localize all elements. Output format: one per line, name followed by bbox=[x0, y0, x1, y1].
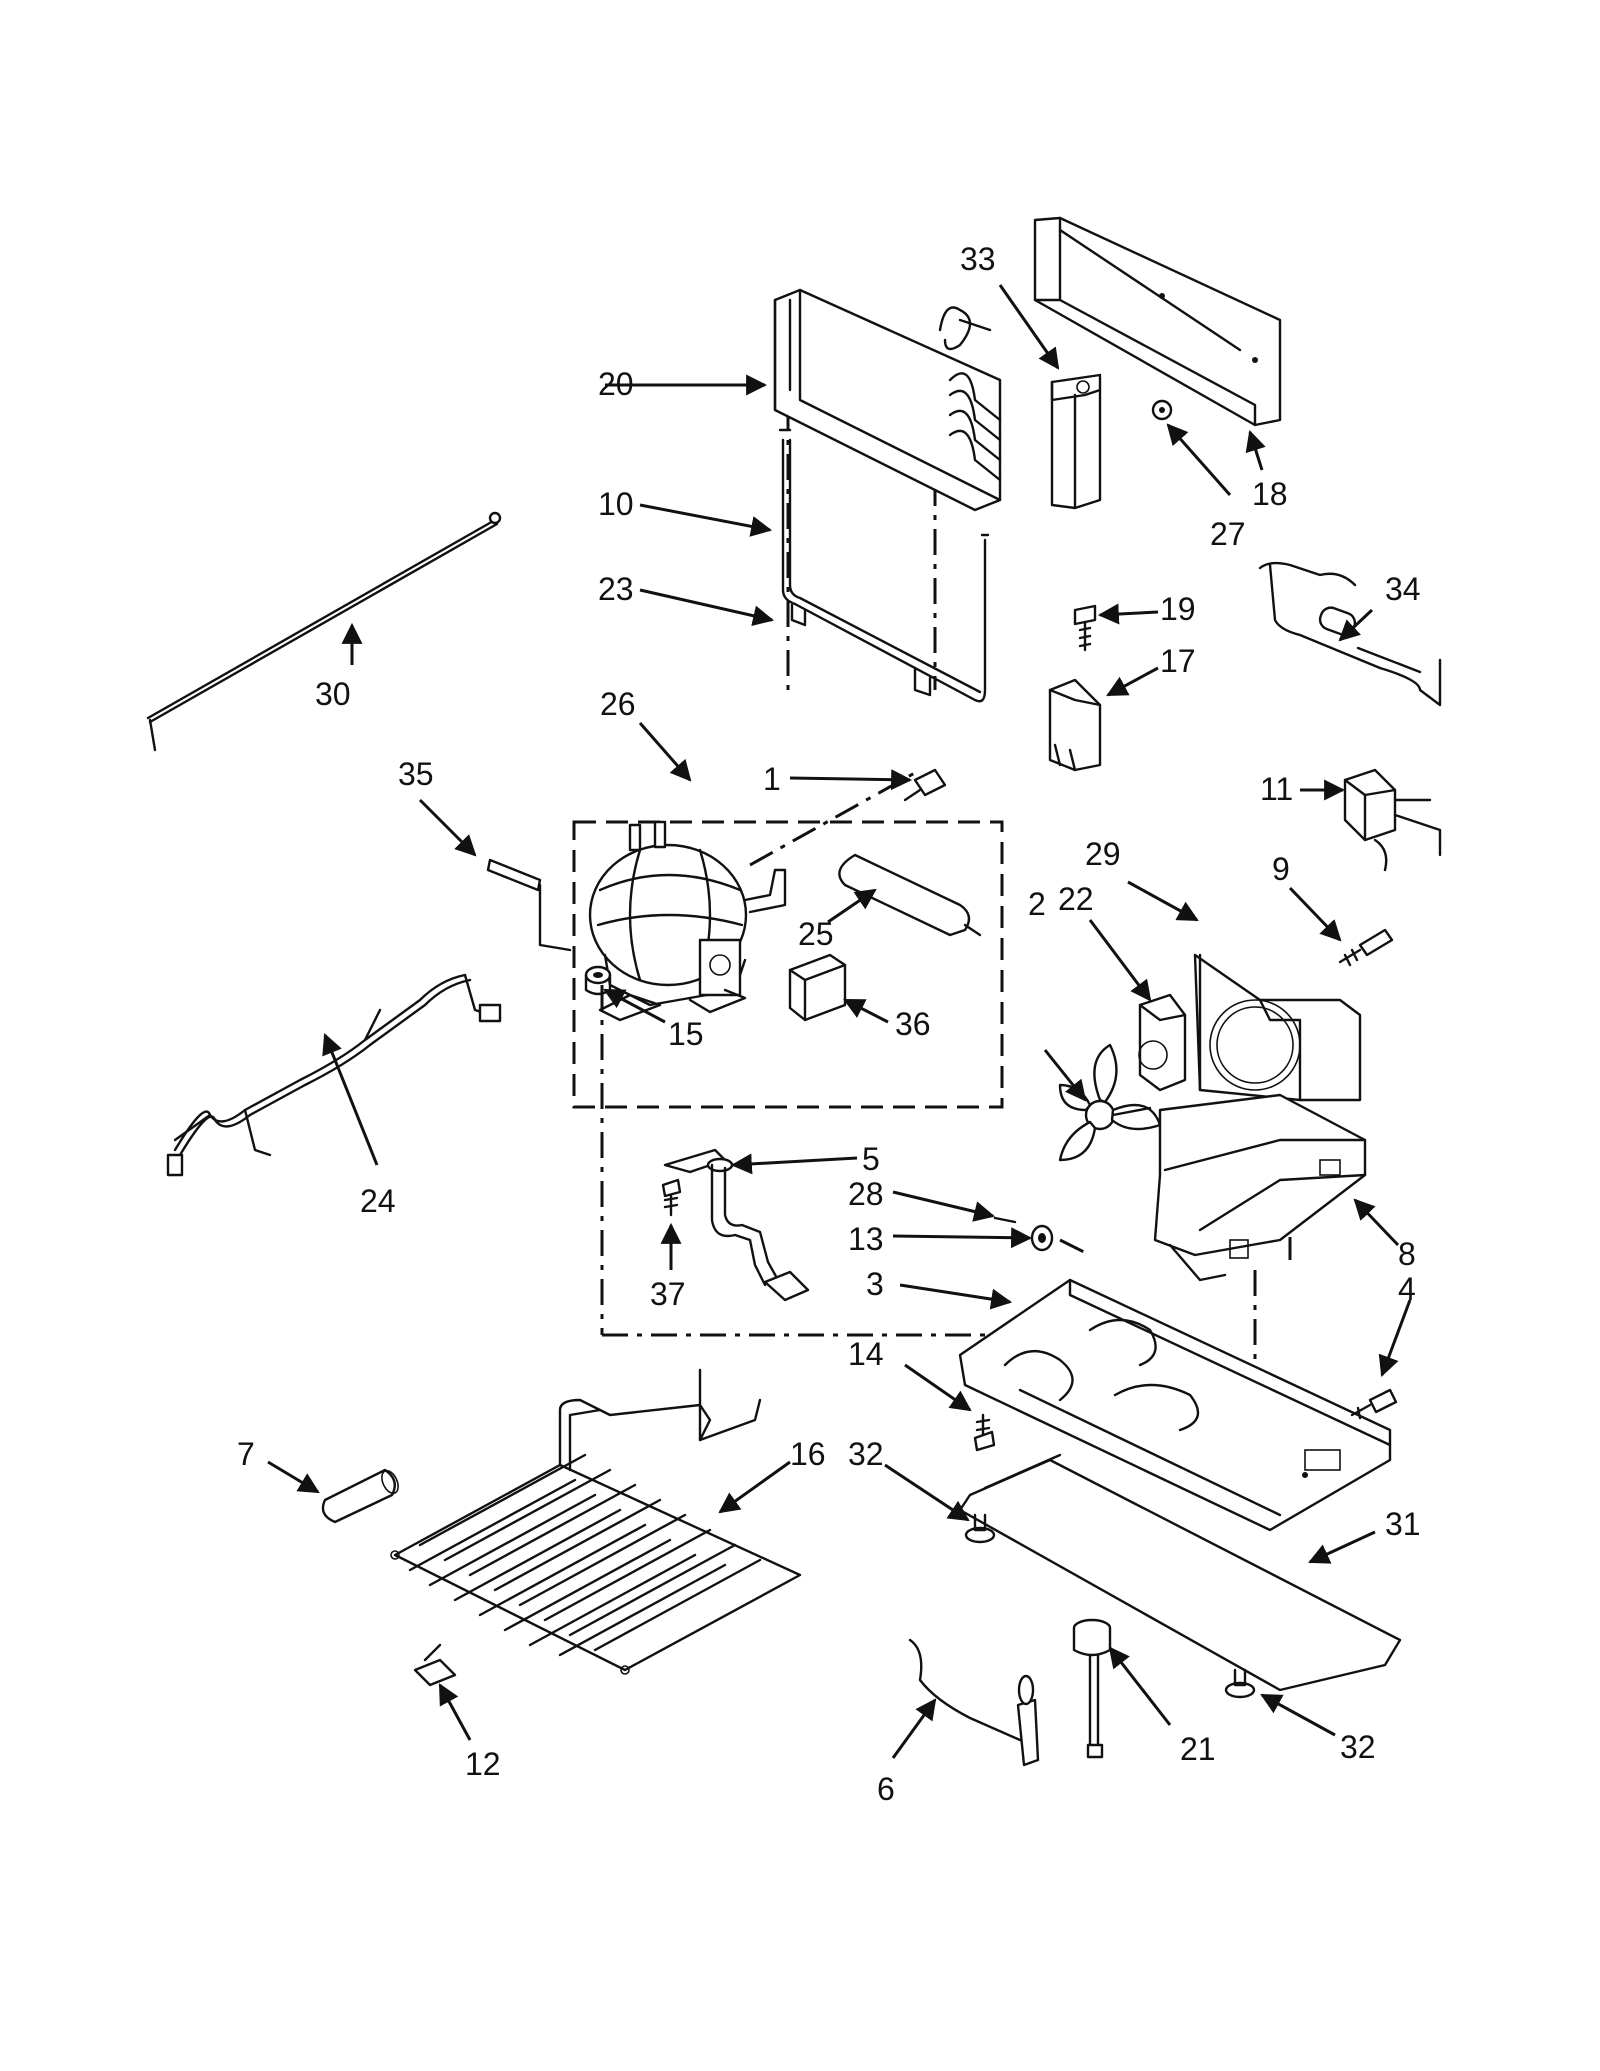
part-32-foot-left bbox=[964, 1513, 996, 1544]
part-25-drier bbox=[838, 853, 982, 937]
part-6-thermistor bbox=[908, 1638, 1040, 1767]
callout-32-left: 32 bbox=[848, 1436, 884, 1472]
callout-18: 18 bbox=[1252, 476, 1288, 512]
part-9-screw bbox=[1338, 928, 1394, 967]
part-27-screw bbox=[1151, 399, 1173, 421]
part-36-start-device bbox=[788, 953, 847, 1022]
callout-9: 9 bbox=[1272, 851, 1290, 887]
part-33-bracket bbox=[1050, 373, 1102, 510]
callout-27: 27 bbox=[1210, 516, 1246, 552]
callout-14: 14 bbox=[848, 1336, 884, 1372]
part-7-cylinder bbox=[321, 1468, 399, 1524]
leader-arrows bbox=[267, 284, 1412, 1759]
callout-34: 34 bbox=[1385, 571, 1421, 607]
part-13-grommet bbox=[1030, 1224, 1054, 1252]
callout-36: 36 bbox=[895, 1006, 931, 1042]
callout-25: 25 bbox=[798, 916, 834, 952]
part-28-clip bbox=[993, 1216, 1017, 1224]
part-10-23-heater bbox=[778, 428, 990, 703]
callout-20: 20 bbox=[598, 366, 634, 402]
part-16-condenser-coil bbox=[390, 1368, 802, 1675]
callout-22: 22 bbox=[1058, 881, 1094, 917]
callout-5: 5 bbox=[862, 1141, 880, 1177]
part-17-bracket bbox=[1048, 678, 1102, 772]
callout-24: 24 bbox=[360, 1183, 396, 1219]
callout-2: 2 bbox=[1028, 886, 1046, 922]
callout-1: 1 bbox=[763, 761, 781, 797]
callout-37: 37 bbox=[650, 1276, 686, 1312]
part-21-sensor bbox=[1072, 1618, 1112, 1759]
part-35-wire bbox=[486, 858, 572, 952]
part-26-compressor bbox=[588, 820, 787, 1022]
part-20-coil bbox=[773, 288, 1002, 512]
callout-15: 15 bbox=[668, 1016, 704, 1052]
part-29-fan-shroud bbox=[1193, 953, 1362, 1102]
callout-12: 12 bbox=[465, 1746, 501, 1782]
callout-4: 4 bbox=[1398, 1271, 1416, 1307]
part-22-fan-motor bbox=[1138, 993, 1187, 1092]
callout-30: 30 bbox=[315, 676, 351, 712]
callout-6: 6 bbox=[877, 1771, 895, 1807]
callout-33: 33 bbox=[960, 241, 996, 277]
callout-7: 7 bbox=[237, 1436, 255, 1472]
part-32-foot-right bbox=[1224, 1668, 1256, 1699]
callout-17: 17 bbox=[1160, 643, 1196, 679]
part-8-drain-pan bbox=[1153, 1093, 1367, 1282]
part-11-control bbox=[1343, 768, 1442, 872]
callout-28: 28 bbox=[848, 1176, 884, 1212]
callout-8: 8 bbox=[1398, 1236, 1416, 1272]
part-19-screw bbox=[1073, 604, 1097, 652]
callout-23: 23 bbox=[598, 571, 634, 607]
callout-11: 11 bbox=[1260, 771, 1293, 807]
part-24-harness bbox=[166, 973, 502, 1177]
part-2-fan-blade bbox=[1058, 1043, 1162, 1162]
part-12-clip bbox=[413, 1643, 457, 1687]
part-14-screw bbox=[973, 1413, 996, 1452]
part-3-base-plate bbox=[958, 1278, 1392, 1532]
part-5-drain-tube bbox=[663, 1148, 810, 1302]
part-37-screw bbox=[661, 1178, 682, 1217]
callout-labels: 1 2 3 4 5 6 7 8 9 10 11 12 13 14 15 16 1… bbox=[237, 241, 1421, 1807]
compressor-assembly-box bbox=[572, 820, 1004, 1109]
callout-32-right: 32 bbox=[1340, 1729, 1376, 1765]
part-30-wire bbox=[146, 511, 502, 752]
callout-29: 29 bbox=[1085, 836, 1121, 872]
callout-21: 21 bbox=[1180, 1731, 1216, 1767]
callout-10: 10 bbox=[598, 486, 634, 522]
part-4-screw bbox=[1350, 1388, 1398, 1420]
callout-35: 35 bbox=[398, 756, 434, 792]
part-1-screw bbox=[903, 768, 947, 802]
part-18-cover bbox=[1033, 216, 1282, 427]
callout-13: 13 bbox=[848, 1221, 884, 1257]
callout-19: 19 bbox=[1160, 591, 1196, 627]
callout-16: 16 bbox=[790, 1436, 826, 1472]
callout-31: 31 bbox=[1385, 1506, 1421, 1542]
callout-3: 3 bbox=[866, 1266, 884, 1302]
callout-26: 26 bbox=[600, 686, 636, 722]
